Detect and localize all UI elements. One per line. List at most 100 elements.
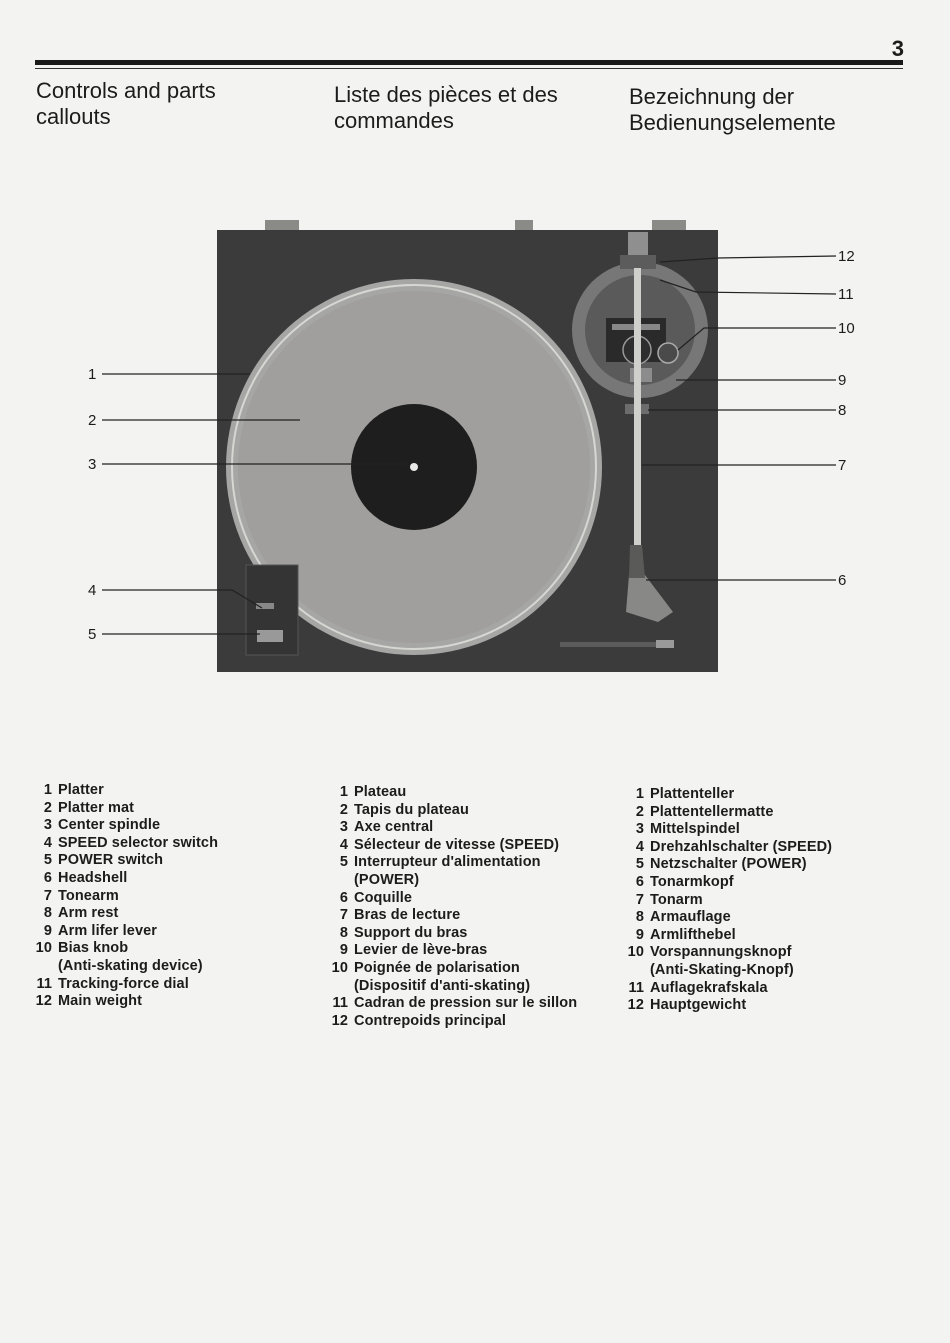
legend-text: Cadran de pression sur le sillon <box>354 995 578 1012</box>
callout-line-11 <box>659 279 837 295</box>
legend-number: 3 <box>339 819 348 836</box>
callout-label-12: 12 <box>838 248 855 265</box>
heading-french-line-1: Liste des pièces et des <box>334 82 558 107</box>
hinge-middle <box>515 220 533 232</box>
legend-text: Drehzahlschalter (SPEED) <box>650 838 833 855</box>
platter-rim <box>231 284 597 650</box>
legend-text: Coquille <box>354 889 412 906</box>
heading-english-line-1: Controls and parts <box>36 78 216 103</box>
callout-line-4 <box>102 589 263 609</box>
legend-number: 9 <box>635 926 644 943</box>
callout-line-10 <box>677 327 836 351</box>
callout-label-10: 10 <box>838 320 855 337</box>
legend-text: Bras de lecture <box>354 907 461 924</box>
heading-german: Bezeichnung der Bedienungselemente <box>629 84 836 136</box>
legend-item: (Dispositif d'anti-skating) <box>326 978 577 996</box>
legend-item: 11 Tracking-force dial <box>30 976 218 994</box>
legend-number <box>326 872 348 890</box>
callout-label-7: 7 <box>838 457 847 474</box>
legend-text: Interrupteur d'alimentation <box>354 854 541 871</box>
legend-number: 2 <box>635 803 644 820</box>
legend-text: (Dispositif d'anti-skating) <box>354 977 531 994</box>
legend-text: Bias knob <box>58 940 129 957</box>
legend-text: Contrepoids principal <box>354 1012 506 1029</box>
callout-lines-left <box>102 373 406 635</box>
legend-text: Armauflage <box>650 909 731 926</box>
speed-selector-switch[interactable] <box>256 603 274 609</box>
callout-label-8: 8 <box>838 402 847 419</box>
legend-text: Netzschalter (POWER) <box>650 856 807 873</box>
center-spindle <box>410 463 418 471</box>
legend-number: 2 <box>43 799 52 816</box>
legend-text: Hauptgewicht <box>650 997 747 1014</box>
headshell <box>626 575 673 622</box>
power-switch[interactable] <box>257 630 283 642</box>
callout-label-9: 9 <box>838 372 847 389</box>
legend-number: 4 <box>635 838 644 855</box>
legend-number: 4 <box>43 834 52 851</box>
tracking-weight-ring <box>620 255 656 269</box>
legend-number: 1 <box>635 786 644 802</box>
callout-label-2: 2 <box>88 412 97 429</box>
legend-number <box>622 962 644 980</box>
legend-number: 10 <box>331 959 348 976</box>
callout-label-11: 11 <box>838 286 854 303</box>
legend-item: (Anti-skating device) <box>30 958 218 976</box>
legend-number <box>326 978 348 996</box>
legend-text: Plateau <box>354 784 407 800</box>
headshell-connector <box>629 545 645 578</box>
legend-text: Main weight <box>58 993 143 1010</box>
legend-number: 7 <box>339 907 348 924</box>
callout-label-5: 5 <box>88 626 97 643</box>
legend-text: Levier de lève-bras <box>354 942 488 959</box>
callout-label-4: 4 <box>88 582 97 599</box>
legend-item: 1 Plateau <box>326 784 577 802</box>
legend-item: 11 Cadran de pression sur le sillon <box>326 995 577 1013</box>
legend-text: Tracking-force dial <box>58 975 189 992</box>
bias-knob <box>657 342 679 364</box>
legend-item: 3 Axe central <box>326 819 577 837</box>
legend-item: (POWER) <box>326 872 577 890</box>
legend-text: Mittelspindel <box>650 821 740 838</box>
legend-number: 1 <box>339 784 348 800</box>
brand-badge <box>656 640 674 648</box>
legend-item: 7 Bras de lecture <box>326 907 577 925</box>
legend-text: Tapis du plateau <box>354 801 469 818</box>
heading-english-line-2: callouts <box>36 104 111 129</box>
legend-number: 3 <box>635 821 644 838</box>
legend-text: Arm lifer lever <box>58 922 158 939</box>
legend-text: Platter <box>58 782 104 798</box>
legend-number: 11 <box>36 975 52 992</box>
legend-text: POWER switch <box>58 852 164 869</box>
legend-item: 6 Coquille <box>326 890 577 908</box>
legend-number: 6 <box>339 889 348 906</box>
legend-text: Center spindle <box>58 817 161 834</box>
legend-number: 8 <box>43 905 52 922</box>
legend-item: 4 Drehzahlschalter (SPEED) <box>622 839 832 857</box>
callout-lines-right <box>642 255 837 581</box>
legend-text: Tonarmkopf <box>650 873 734 890</box>
legend-text: (POWER) <box>354 871 420 888</box>
legend-number: 10 <box>627 944 644 961</box>
legend-number: 1 <box>43 782 52 798</box>
turntable-illustration <box>102 220 837 672</box>
legend-number: 10 <box>35 940 52 957</box>
legend-text: Platter mat <box>58 799 135 816</box>
legend-text: Axe central <box>354 819 434 836</box>
legend-number: 11 <box>332 995 348 1012</box>
hinge-left <box>265 220 299 232</box>
model-plate <box>560 642 656 647</box>
legend-number: 4 <box>339 836 348 853</box>
